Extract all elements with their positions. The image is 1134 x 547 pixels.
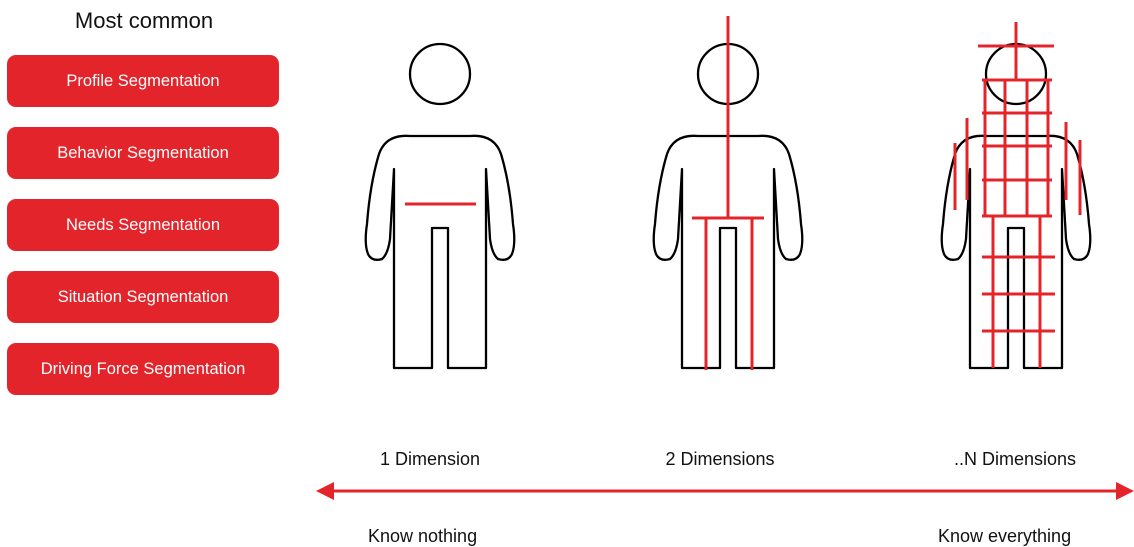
person-outline-1 xyxy=(366,44,515,368)
person-outline-3 xyxy=(942,44,1091,368)
dimension-lines xyxy=(692,16,764,370)
label-one-dimension: 1 Dimension xyxy=(320,449,540,470)
arrow-right-head xyxy=(1116,482,1134,500)
label-know-nothing: Know nothing xyxy=(368,526,477,547)
label-n-dimensions: ..N Dimensions xyxy=(905,449,1125,470)
knowledge-axis-arrow xyxy=(316,482,1134,500)
label-two-dimensions: 2 Dimensions xyxy=(610,449,830,470)
figure-two-dimensions xyxy=(654,16,803,370)
figure-n-dimensions xyxy=(942,22,1091,368)
arrow-left-head xyxy=(316,482,334,500)
label-know-everything: Know everything xyxy=(938,526,1071,547)
figure-one-dimension xyxy=(366,44,515,368)
